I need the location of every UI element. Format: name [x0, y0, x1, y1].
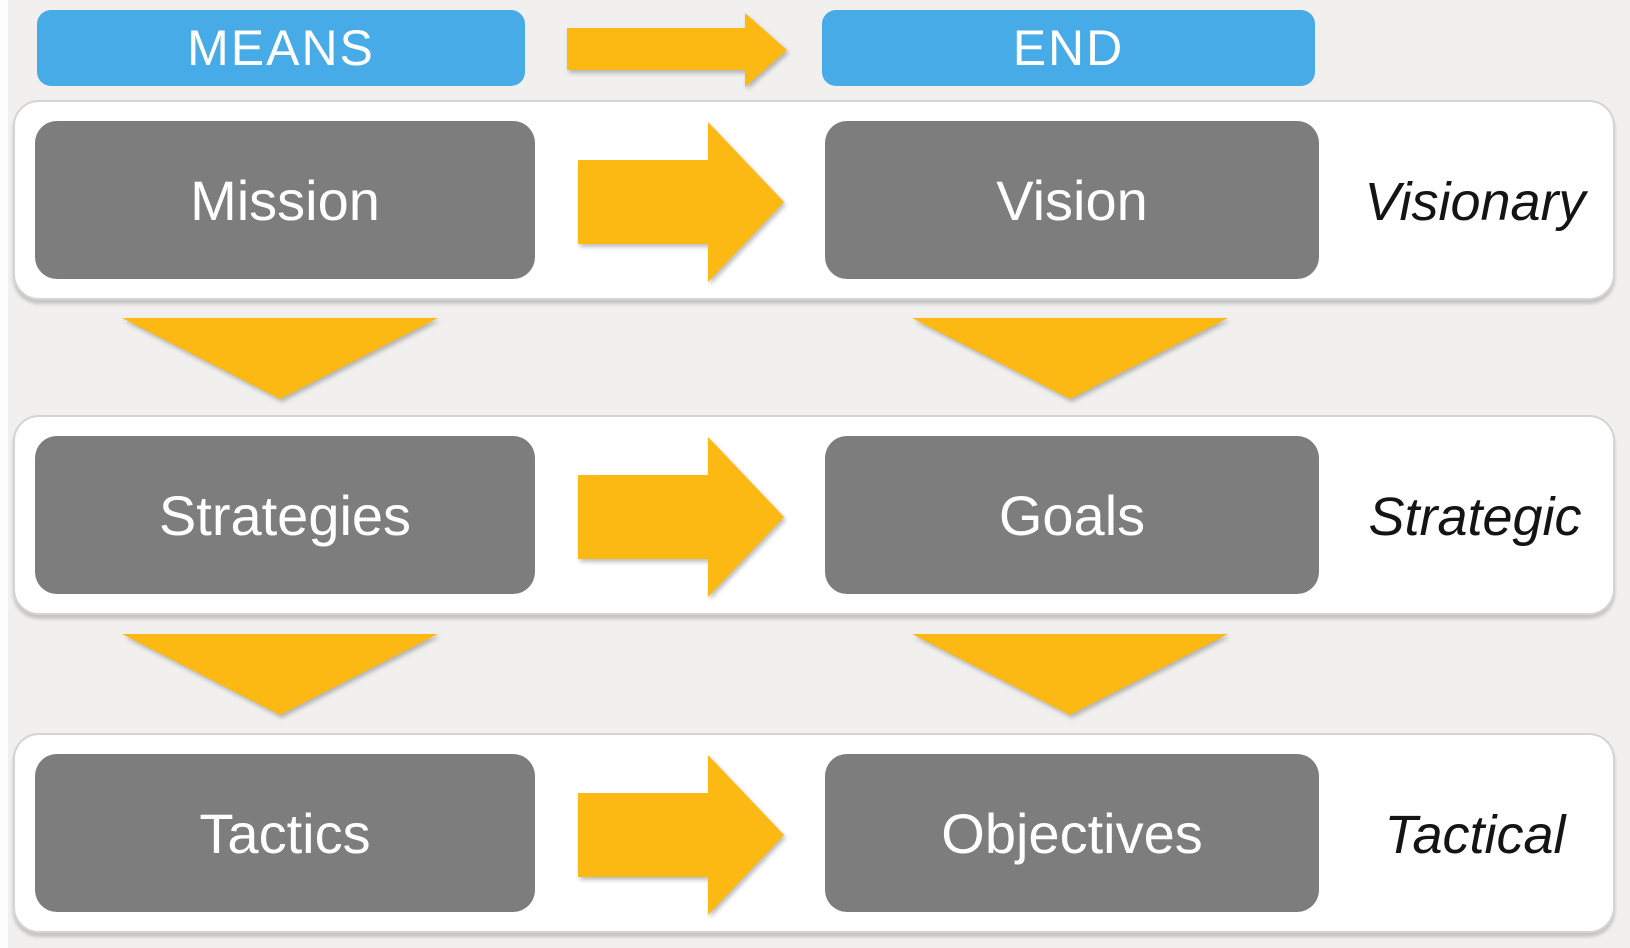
page-edge [0, 0, 8, 948]
down-arrow-icon [122, 318, 438, 399]
end-box-label: Objectives [941, 801, 1203, 865]
level-label-strategic: Strategic [1368, 487, 1582, 547]
right-arrow-icon [567, 13, 787, 87]
means-box-label: Tactics [199, 801, 371, 865]
means-box-strategies: Strategies [35, 436, 535, 594]
down-arrow-icon [912, 318, 1228, 399]
down-arrow-icon [912, 634, 1228, 715]
means-box-label: Strategies [158, 483, 412, 547]
down-arrow-icon [122, 634, 438, 715]
diagram-row-strategic: Strategies Goals Strategic [13, 415, 1615, 615]
means-header-box: MEANS [37, 10, 525, 86]
end-header-box: END [822, 10, 1315, 86]
end-header-label: END [1012, 20, 1125, 76]
diagram-row-visionary: Mission Vision Visionary [13, 100, 1615, 300]
level-label-visionary: Visionary [1364, 172, 1586, 232]
right-arrow-icon [578, 437, 784, 597]
right-arrow-icon [578, 755, 784, 915]
means-box-tactics: Tactics [35, 754, 535, 912]
diagram-row-tactical: Tactics Objectives Tactical [13, 733, 1615, 933]
level-label-tactical: Tactical [1384, 805, 1566, 865]
end-box-label: Goals [998, 483, 1146, 547]
right-arrow-icon [578, 122, 784, 282]
end-box-label: Vision [996, 168, 1148, 232]
means-box-mission: Mission [35, 121, 535, 279]
end-box-vision: Vision [825, 121, 1319, 279]
means-box-label: Mission [190, 168, 380, 232]
end-box-goals: Goals [825, 436, 1319, 594]
means-header-label: MEANS [187, 20, 375, 76]
end-box-objectives: Objectives [825, 754, 1319, 912]
